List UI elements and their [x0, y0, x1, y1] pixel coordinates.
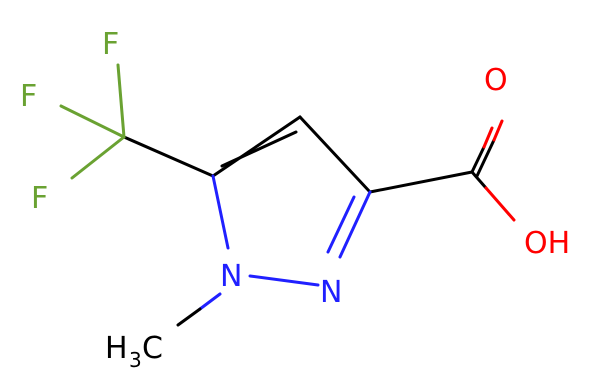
atom-o-carbonyl: O — [484, 63, 508, 98]
bond-n1-methyl — [198, 292, 222, 311]
bond-c5-c4-inner — [220, 130, 298, 168]
bond-c3-n2 — [338, 190, 372, 259]
bond-c5-c4 — [211, 115, 302, 178]
bond-c5-n1 — [211, 174, 230, 250]
bond-cf3-to-c5 — [122, 135, 215, 178]
bond-oh-red — [484, 186, 516, 222]
bond-c4-c3 — [298, 115, 372, 194]
bond-carbonyl-o-red-b — [492, 119, 504, 142]
bond-cf3-f-mid — [59, 104, 126, 139]
bond-cf3-f-low — [70, 135, 126, 180]
bonds — [122, 115, 496, 194]
atom-f-mid: F — [20, 79, 37, 114]
heteroatom-bonds — [59, 63, 516, 327]
methyl-label: H 3 C — [105, 331, 163, 372]
bond-carboxyl-o2 — [475, 138, 496, 178]
bond-c3-n2-inner — [326, 195, 356, 254]
bond-carboxyl-oh — [470, 170, 488, 190]
atom-f-low: F — [31, 181, 48, 216]
bond-methyl-black — [176, 307, 202, 327]
atom-oh: OH — [524, 226, 570, 261]
bond-carboxyl-o1 — [470, 145, 486, 174]
bond-c3-carboxyl — [368, 170, 474, 194]
atom-n1: N — [220, 259, 242, 294]
methyl-c: C — [142, 331, 163, 366]
atom-n2: N — [320, 275, 342, 310]
methyl-subscript: 3 — [129, 348, 142, 372]
atom-f-top: F — [102, 27, 119, 62]
bond-cf3-f-top — [116, 63, 126, 139]
bond-n1-n2 — [248, 274, 320, 287]
methyl-h: H — [105, 331, 128, 366]
bond-carbonyl-o-red-a — [482, 126, 494, 149]
